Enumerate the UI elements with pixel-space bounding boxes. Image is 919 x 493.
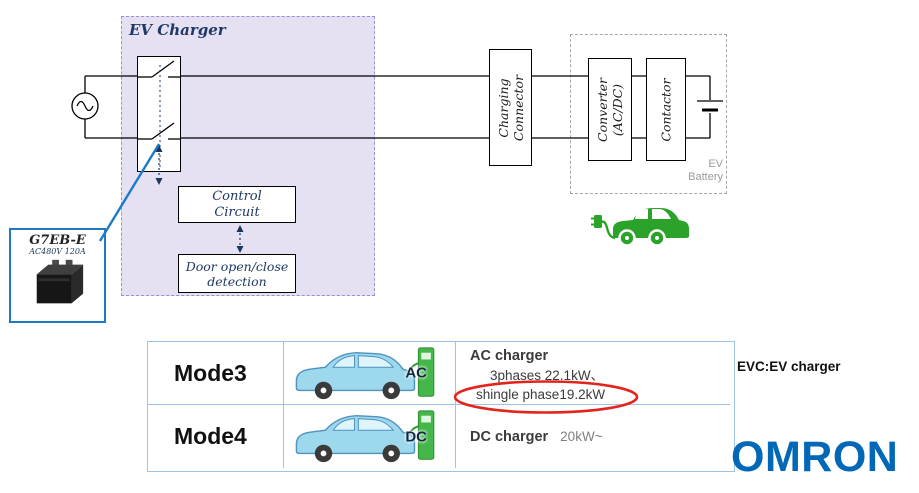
ac-charger-line2: shingle phase19.2kW [476,387,606,402]
charging-connector-label: Charging Connector [495,74,526,141]
mode3-detail-cell: AC charger 3phases 22.1kW、 shingle phase… [456,342,730,405]
ev-battery-label: EV Battery [688,158,723,184]
dc-charger-line1: 20kW~ [560,429,603,444]
door-detection-label: Door open/close detection [185,258,289,289]
ev-battery-enclosure [570,34,727,194]
mode4-detail-cell: DC charger 20kW~ [456,405,730,468]
mode3-label: Mode3 [174,359,247,386]
ev-charging-car-icon [591,208,689,247]
omron-logo: OMRON [731,433,899,481]
mode3-plug-type: AC [405,364,427,382]
relay-switch-box [137,56,181,172]
ac-source-icon [71,92,99,120]
mode4-image-cell: DC [284,405,456,468]
mode4-plug-type: DC [405,428,427,445]
contactor-label: Contactor [658,77,674,142]
control-circuit-label: Control Circuit [212,188,262,220]
relay-model-label: G7EB-E [29,233,86,248]
dc-charger-title: DC charger [470,428,549,445]
converter-box: Converter (AC/DC) [588,58,632,161]
ev-charger-title: EV Charger [129,21,226,39]
mode3-image-cell: AC [284,342,456,405]
mode3-name-cell: Mode3 [148,342,284,405]
ac-charger-title: AC charger [470,348,549,364]
ac-charger-line1: 3phases 22.1kW、 [490,368,605,383]
relay-contacts-icon [138,60,180,169]
contactor-box: Contactor [646,58,686,161]
ac-car-image [295,347,435,400]
charging-connector-box: Charging Connector [489,49,532,166]
relay-product-image [36,259,83,304]
door-detection-box: Door open/close detection [178,254,296,293]
mode4-label: Mode4 [174,423,247,449]
charging-modes-table: Mode3 AC AC charger 3phases 22.1kW、 shin… [147,341,735,472]
mode4-name-cell: Mode4 [148,405,284,468]
relay-callout-box: G7EB-E AC480V 120A [9,228,106,323]
converter-label: Converter (AC/DC) [595,77,625,142]
footnote: EVC:EV charger [737,359,841,374]
relay-rating-label: AC480V 120A [29,247,86,256]
control-circuit-box: Control Circuit [178,186,296,223]
dc-car-image [295,410,435,463]
